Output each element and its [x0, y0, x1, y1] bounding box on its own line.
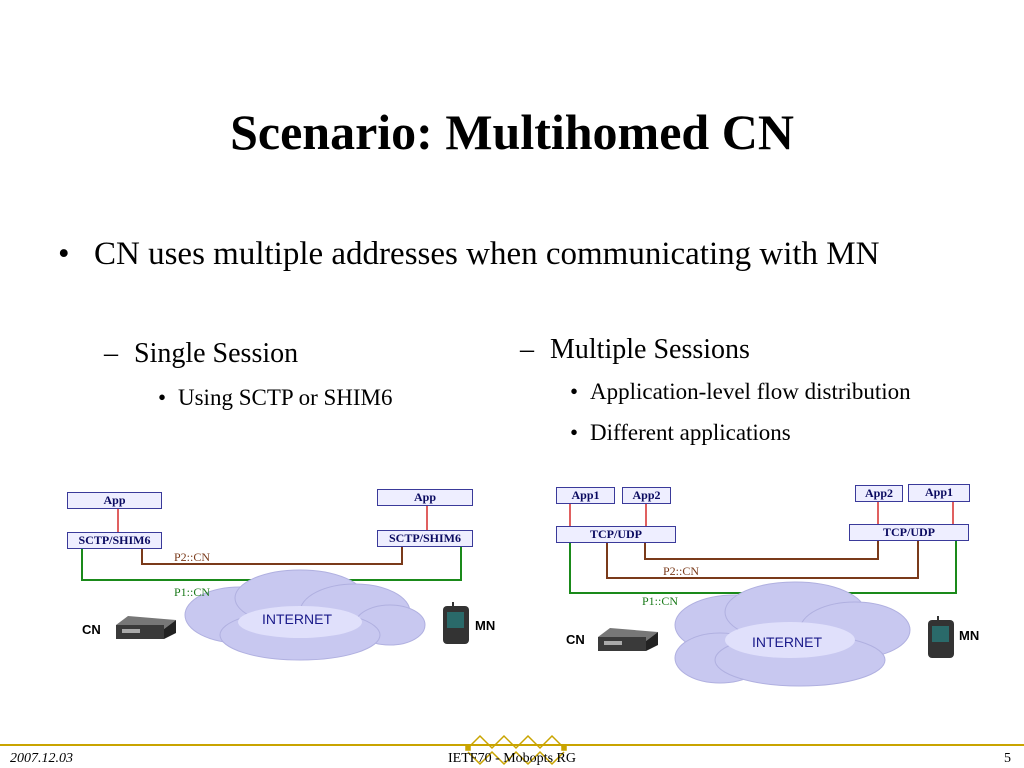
bullet-dot: • — [570, 379, 579, 404]
mn-app1-box: App1 — [908, 484, 970, 502]
footer-rule — [0, 744, 1024, 746]
path-p2-line-2 — [644, 541, 879, 560]
left-subsub-text: Using SCTP or SHIM6 — [178, 385, 393, 410]
path-p1-label: P1::CN — [174, 585, 211, 599]
internet-cloud-center — [238, 606, 362, 638]
left-subsub-bullet: • Using SCTP or SHIM6 — [158, 384, 393, 412]
cn-router-icon — [116, 616, 176, 639]
footer-date: 2007.12.03 — [10, 751, 73, 766]
slide-title: Scenario: Multihomed CN — [230, 104, 794, 160]
mn-pda-icon — [443, 602, 469, 644]
mn-stack-box: TCP/UDP — [849, 524, 969, 541]
path-p2-line — [606, 541, 919, 579]
dash-mark: – — [104, 338, 118, 369]
main-bullet-text: CN uses multiple addresses when communic… — [94, 236, 880, 272]
left-sub-bullet: –Single Session — [104, 337, 298, 371]
main-bullet: • CN uses multiple addresses when commun… — [58, 232, 988, 276]
cn-label: CN — [566, 632, 585, 647]
footer-page-number: 5 — [1004, 751, 1011, 766]
internet-label: INTERNET — [262, 611, 332, 627]
right-subsub-text-1: Application-level flow distribution — [590, 379, 911, 404]
right-subsub-bullet-2: • Different applications — [570, 419, 791, 447]
cn-app2-box: App2 — [622, 487, 671, 504]
dash-mark: – — [520, 334, 534, 365]
path-p2-label: P2::CN — [174, 550, 211, 564]
mn-app-box: App — [377, 489, 473, 506]
bullet-dot: • — [158, 385, 167, 410]
mn-pda-icon — [928, 616, 954, 658]
mn-app2-box: App2 — [855, 485, 903, 502]
mn-label: MN — [475, 618, 496, 633]
right-sub-text: Multiple Sessions — [550, 334, 750, 365]
cn-router-icon — [598, 628, 658, 651]
path-p2-line — [141, 547, 403, 565]
cn-app-box: App — [67, 492, 162, 509]
footer-center: IETF70 - Mobopts RG — [448, 751, 576, 766]
left-sub-text: Single Session — [134, 338, 299, 369]
mn-label: MN — [959, 628, 980, 643]
right-sub-bullet: –Multiple Sessions — [520, 333, 750, 367]
cn-app1-box: App1 — [556, 487, 615, 504]
path-p1-label: P1::CN — [642, 594, 679, 608]
bullet-dot: • — [570, 420, 579, 445]
right-subsub-text-2: Different applications — [590, 420, 791, 445]
mn-stack-box: SCTP/SHIM6 — [377, 530, 473, 547]
path-p2-label: P2::CN — [663, 564, 700, 578]
cn-stack-box: SCTP/SHIM6 — [67, 532, 162, 549]
bullet-dot: • — [58, 236, 70, 272]
footer-logo-icon — [465, 734, 567, 766]
internet-cloud-center — [725, 622, 855, 658]
cn-label: CN — [82, 622, 101, 637]
internet-label: INTERNET — [752, 634, 822, 650]
cn-stack-box: TCP/UDP — [556, 526, 676, 543]
right-subsub-bullet-1: • Application-level flow distribution — [570, 378, 911, 406]
